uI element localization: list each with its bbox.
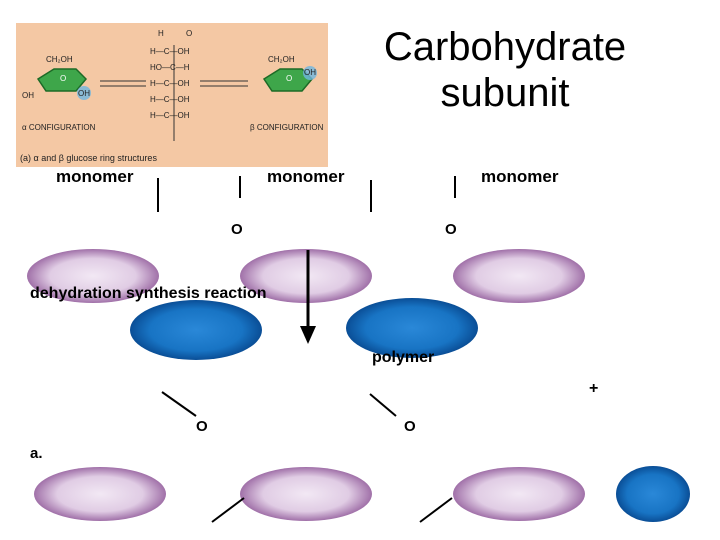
bottom-bond-lower-left bbox=[211, 497, 245, 523]
chain-row-4: H—C—OH bbox=[150, 95, 190, 104]
oxygen-label-top-left: O bbox=[231, 221, 243, 238]
blue-oval-middle-2 bbox=[346, 298, 478, 358]
chain-row-5: H—C—OH bbox=[150, 111, 190, 120]
part-a-label: a. bbox=[30, 445, 43, 462]
beta-configuration-caption: β CONFIGURATION bbox=[250, 123, 324, 132]
oxygen-label-top-right: O bbox=[445, 221, 457, 238]
blue-oval-bottom bbox=[616, 466, 690, 522]
monomer-oval-top-2 bbox=[240, 249, 372, 303]
chain-aldehyde-h: H bbox=[158, 29, 164, 38]
polymer-oval-bottom-1 bbox=[34, 467, 166, 521]
beta-ch2oh-label: CH₂OH bbox=[268, 55, 295, 64]
beta-ring-oxygen: O bbox=[286, 74, 293, 83]
glucose-ring-figure: CH₂OH O OH OH H O H—C—OH HO—C—H H—C—OH H… bbox=[16, 23, 328, 167]
monomer-label-1: monomer bbox=[56, 167, 134, 186]
monomer-oval-top-1 bbox=[27, 249, 159, 303]
beta-oh-label: OH bbox=[304, 68, 316, 77]
chain-aldehyde-o: O bbox=[186, 29, 193, 38]
alpha-glucose-ring bbox=[36, 68, 88, 92]
figure-caption: (a) α and β glucose ring structures bbox=[20, 153, 157, 163]
monomer-oval-top-3 bbox=[453, 249, 585, 303]
alpha-ring-oxygen: O bbox=[60, 74, 67, 83]
alpha-oh-label: OH bbox=[78, 89, 90, 98]
polymer-oval-bottom-2 bbox=[240, 467, 372, 521]
chain-row-3: H—C—OH bbox=[150, 79, 190, 88]
oxygen-label-bottom-left: O bbox=[196, 418, 208, 435]
chain-row-1: H—C—OH bbox=[150, 47, 190, 56]
reaction-arrow-head bbox=[300, 326, 316, 344]
bottom-bond-upper-left bbox=[161, 391, 197, 417]
oxygen-label-bottom-right: O bbox=[404, 418, 416, 435]
chain-row-2: HO—C—H bbox=[150, 63, 190, 72]
slide-title: Carbohydrate subunit bbox=[383, 25, 627, 115]
alpha-ho-label: OH bbox=[22, 91, 34, 100]
beta-oh-highlight bbox=[303, 66, 317, 80]
polymer-label: polymer bbox=[372, 349, 435, 366]
monomer-label-2: monomer bbox=[267, 167, 345, 186]
monomer-label-3: monomer bbox=[481, 167, 559, 186]
alpha-oh-highlight bbox=[77, 86, 91, 100]
bottom-bond-upper-right bbox=[369, 393, 397, 417]
bottom-bond-lower-right bbox=[419, 497, 453, 523]
polymer-oval-bottom-3 bbox=[453, 467, 585, 521]
reaction-label: dehydration synthesis reaction bbox=[30, 285, 267, 302]
glucose-ring-drawing bbox=[36, 45, 317, 141]
alpha-ch2oh-label: CH₂OH bbox=[46, 55, 73, 64]
plus-sign: + bbox=[589, 380, 599, 397]
alpha-configuration-caption: α CONFIGURATION bbox=[22, 123, 96, 132]
blue-oval-middle-1 bbox=[130, 300, 262, 360]
